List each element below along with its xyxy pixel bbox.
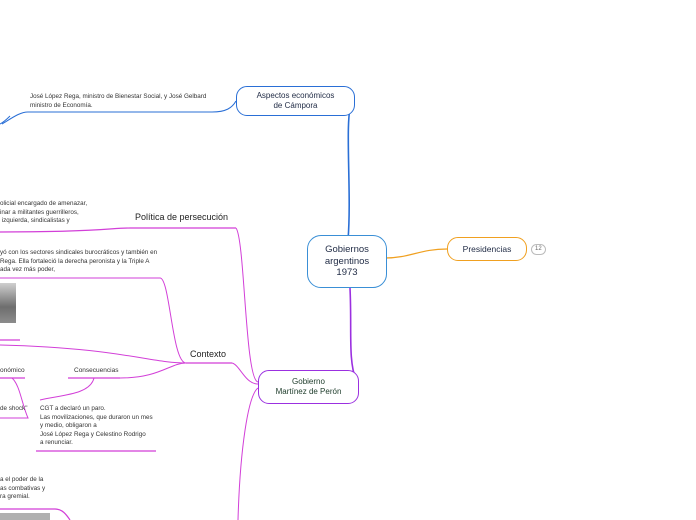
- note-politica: olicial encargado de amenazar, inar a mi…: [0, 200, 88, 225]
- connector-aspectos-note: [1, 100, 237, 125]
- topic-gobierno-peron[interactable]: Gobierno Martínez de Perón: [258, 370, 359, 404]
- connector-politica: [235, 227, 259, 383]
- collapsed-count-badge[interactable]: 12: [531, 244, 546, 255]
- note-aspectos: José López Rega, ministro de Bienestar S…: [30, 93, 207, 109]
- connector-bottom: [237, 387, 259, 520]
- connector-consec-note: [39, 377, 95, 401]
- connector-bottom-note: [0, 508, 71, 520]
- subtopic-economico[interactable]: onómico: [0, 367, 25, 374]
- connector-contexto-economico: [0, 344, 187, 364]
- connector-top-left: [0, 115, 11, 125]
- topic-aspectos-economicos[interactable]: Aspectos económicos de Cámpora: [236, 86, 355, 116]
- connector-contexto-consec: [119, 362, 187, 379]
- subtopic-consecuencias[interactable]: Consecuencias: [74, 367, 119, 374]
- subtopic-contexto[interactable]: Contexto: [190, 349, 227, 359]
- connector-presidencias: [384, 248, 448, 259]
- note-consecuencias: CGT a declaró un paro. Las movilizacione…: [40, 405, 153, 447]
- subtopic-politica-persecucion[interactable]: Política de persecución: [135, 212, 229, 222]
- connector-peron: [349, 287, 357, 381]
- connector-politica-note: [0, 227, 131, 233]
- central-topic[interactable]: Gobiernos argentinos 1973: [307, 235, 387, 288]
- note-economico: de shock": [0, 405, 28, 412]
- topic-presidencias[interactable]: Presidencias: [447, 237, 527, 261]
- image-thumbnail-contexto[interactable]: [0, 283, 16, 323]
- connector-economico-note: [0, 377, 29, 419]
- image-thumbnail-bottom[interactable]: [0, 513, 50, 520]
- connector-contexto: [231, 362, 259, 385]
- note-contexto: yó con los sectores sindicales burocráti…: [0, 249, 158, 274]
- connector-contexto-note: [0, 277, 187, 364]
- connector-aspectos: [347, 99, 353, 241]
- note-bottom: a el poder de la as combativas y ra grem…: [0, 476, 46, 501]
